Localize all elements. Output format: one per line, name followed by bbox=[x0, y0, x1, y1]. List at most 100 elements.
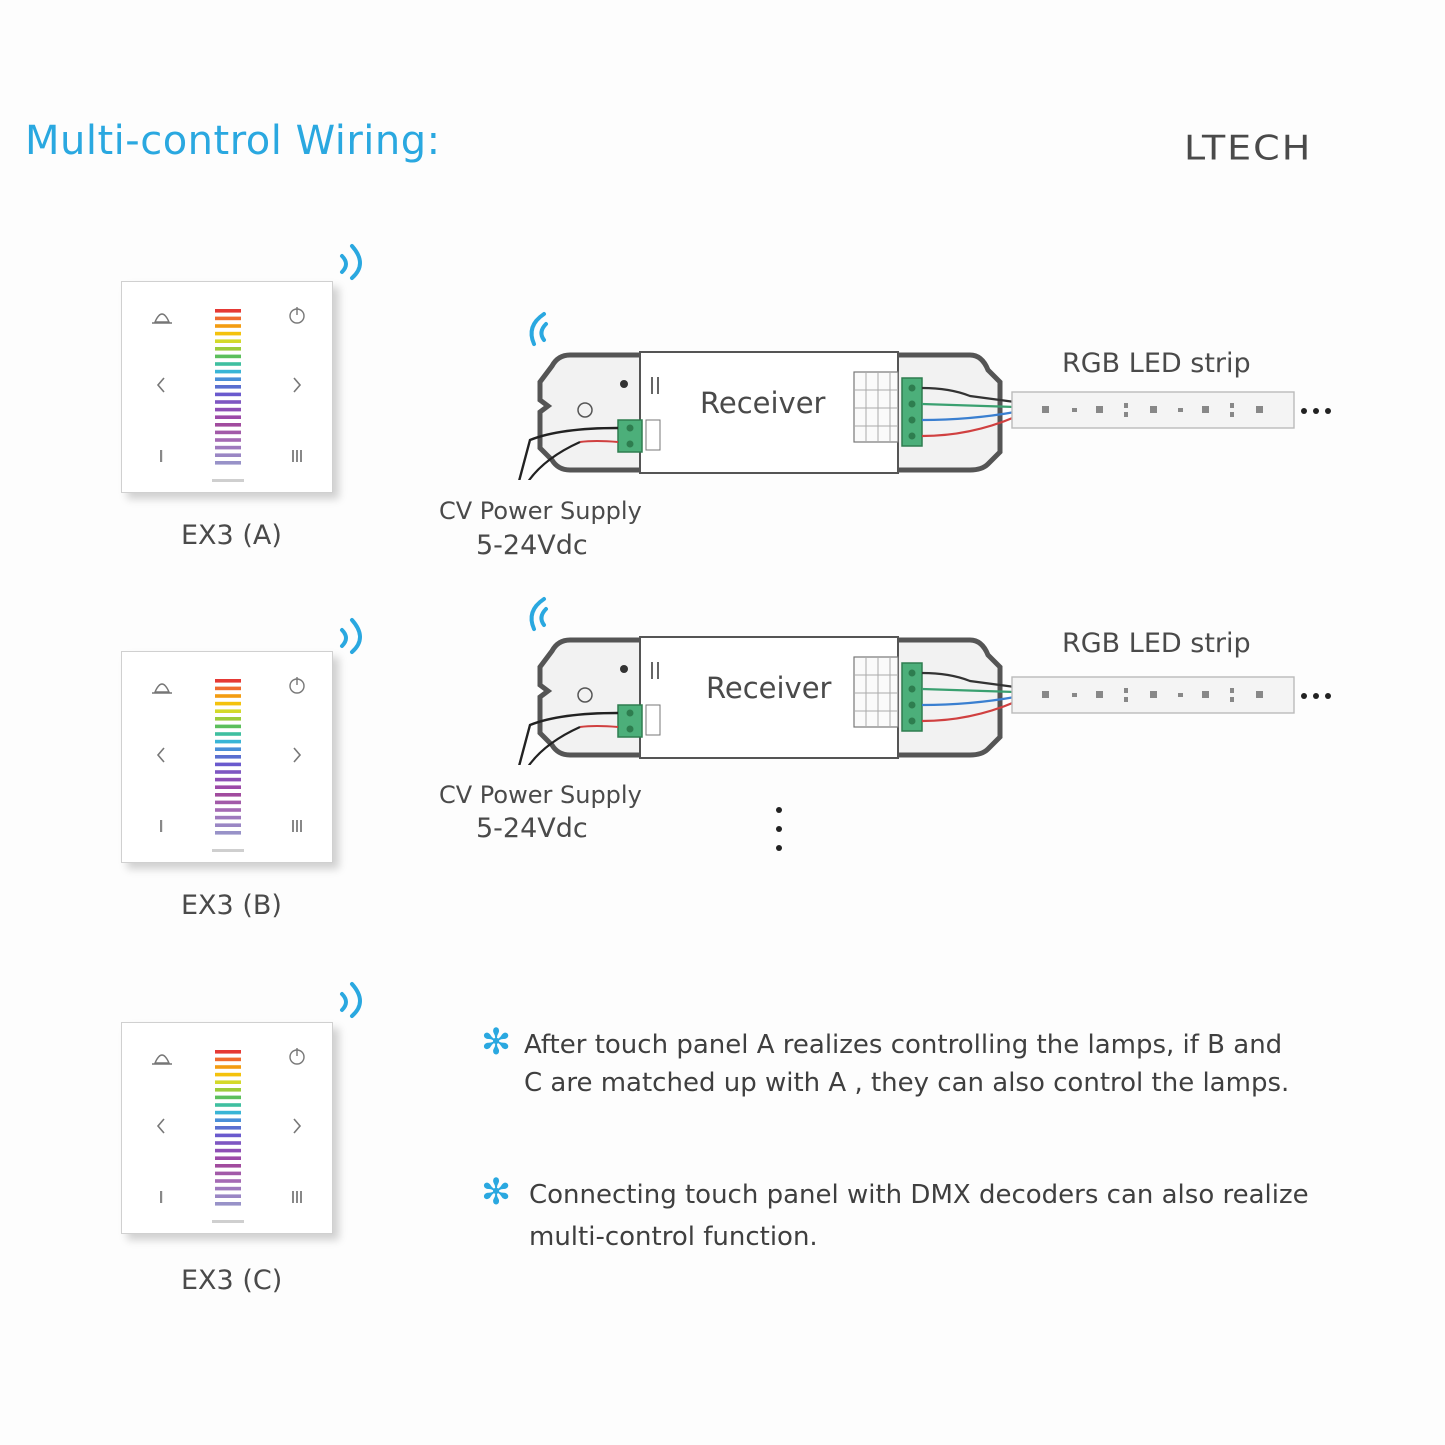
scene-icon bbox=[152, 313, 172, 324]
color-slider-segment bbox=[215, 701, 241, 706]
chevron-right-icon bbox=[293, 1118, 302, 1134]
color-slider-segment bbox=[215, 377, 241, 381]
color-slider-segment bbox=[215, 800, 241, 805]
color-slider-segment bbox=[215, 732, 241, 736]
brightness-low-icon bbox=[160, 450, 163, 462]
touch-panel-b bbox=[121, 651, 333, 863]
receiver-unit bbox=[518, 312, 1331, 480]
wire-black bbox=[921, 671, 1016, 689]
chevron-right-icon bbox=[293, 747, 302, 763]
color-slider-segment bbox=[215, 1057, 241, 1062]
brand-logo: LTECH bbox=[1184, 128, 1313, 168]
panel-brand-mark bbox=[212, 1220, 244, 1223]
output-label-grid bbox=[853, 371, 899, 443]
color-slider-segment bbox=[215, 815, 241, 820]
color-slider-segment bbox=[215, 423, 241, 427]
color-slider-segment bbox=[215, 392, 241, 397]
wireless-signal-icon bbox=[340, 618, 362, 654]
power-supply-label: CV Power Supply bbox=[439, 497, 642, 525]
receiver-label: Receiver bbox=[706, 671, 832, 705]
color-slider-segment bbox=[215, 808, 241, 812]
color-slider-segment bbox=[215, 1118, 241, 1122]
power-wire-black bbox=[518, 711, 619, 765]
note-2-line-2: multi-control function. bbox=[529, 1222, 818, 1252]
color-slider-segment bbox=[215, 1179, 241, 1183]
chevron-left-icon bbox=[156, 377, 165, 393]
color-slider-segment bbox=[215, 1072, 241, 1077]
color-slider-segment bbox=[215, 385, 241, 389]
wire-green bbox=[921, 687, 1016, 694]
power-icon bbox=[289, 1048, 305, 1065]
color-slider-segment bbox=[215, 679, 241, 683]
color-slider-segment bbox=[215, 755, 241, 759]
color-slider-segment bbox=[215, 770, 241, 774]
color-slider-segment bbox=[215, 324, 241, 328]
color-slider-segment bbox=[215, 415, 241, 419]
chevron-left-icon bbox=[156, 1118, 165, 1134]
color-slider-segment bbox=[215, 1171, 241, 1176]
panel-brand-mark bbox=[212, 479, 244, 482]
color-slider-segment bbox=[215, 709, 241, 713]
color-slider-segment bbox=[215, 347, 241, 351]
polarity-marks bbox=[645, 704, 661, 736]
output-terminal bbox=[901, 377, 923, 447]
color-slider-segment bbox=[215, 1050, 241, 1054]
wireless-signal-icon bbox=[529, 597, 548, 631]
receiver-diagram-1 bbox=[518, 312, 1331, 480]
brightness-low-icon bbox=[160, 1191, 163, 1203]
color-slider-segment bbox=[215, 407, 241, 412]
touch-panel-c bbox=[121, 1022, 333, 1234]
touch-panel-a bbox=[121, 281, 333, 493]
receiver-diagram-2 bbox=[518, 597, 1331, 765]
color-slider-segment bbox=[215, 453, 241, 457]
color-slider-segment bbox=[215, 354, 241, 359]
color-slider-segment bbox=[215, 694, 241, 698]
power-supply-label: CV Power Supply bbox=[439, 781, 642, 809]
chevron-left-icon bbox=[156, 747, 165, 763]
wire-blue bbox=[921, 410, 1016, 422]
color-slider-segment bbox=[215, 369, 241, 374]
color-slider-segment bbox=[215, 362, 241, 366]
panel-label-c: EX3 (C) bbox=[181, 1265, 283, 1296]
mount-hole bbox=[577, 687, 593, 703]
power-icon bbox=[289, 307, 305, 324]
power-wire-red bbox=[579, 440, 619, 443]
color-slider-segment bbox=[215, 1080, 241, 1084]
color-slider-segment bbox=[215, 1110, 241, 1115]
color-slider-segment bbox=[215, 1133, 241, 1138]
color-slider-segment bbox=[215, 1088, 241, 1092]
led-strip-chips bbox=[1042, 403, 1263, 417]
color-slider-segment bbox=[215, 777, 241, 782]
led-strip-chips bbox=[1042, 688, 1263, 702]
scene-icon bbox=[152, 683, 172, 694]
asterisk-icon: ✻ bbox=[481, 1172, 512, 1213]
indicator-led bbox=[620, 377, 659, 394]
color-slider-segment bbox=[215, 430, 241, 435]
wireless-signal-icon bbox=[529, 312, 548, 346]
continuation-dots bbox=[776, 807, 782, 851]
color-slider-segment bbox=[215, 438, 241, 442]
strip-label: RGB LED strip bbox=[1062, 628, 1251, 659]
color-slider-segment bbox=[215, 1126, 241, 1130]
color-slider-segment bbox=[215, 1103, 241, 1107]
receiver-label: Receiver bbox=[700, 386, 826, 420]
strip-label: RGB LED strip bbox=[1062, 348, 1251, 379]
polarity-marks bbox=[645, 419, 661, 451]
wire-green bbox=[921, 402, 1016, 409]
wire-red bbox=[921, 700, 1016, 723]
asterisk-icon: ✻ bbox=[481, 1022, 512, 1063]
color-slider-segment bbox=[215, 823, 241, 827]
brightness-high-icon bbox=[292, 820, 302, 832]
power-supply-voltage: 5-24Vdc bbox=[476, 530, 588, 561]
color-slider-segment bbox=[215, 724, 241, 729]
color-slider-segment bbox=[215, 717, 241, 721]
color-slider-segment bbox=[215, 686, 241, 691]
note-2-line-1: Connecting touch panel with DMX decoders… bbox=[529, 1180, 1309, 1210]
color-slider-segment bbox=[215, 739, 241, 744]
color-slider-segment bbox=[215, 785, 241, 789]
brightness-high-icon bbox=[292, 1191, 302, 1203]
receiver-unit bbox=[518, 597, 1331, 765]
color-slider-segment bbox=[215, 316, 241, 321]
note-1-line-2: C are matched up with A , they can also … bbox=[524, 1068, 1290, 1098]
color-slider-segment bbox=[215, 400, 241, 404]
